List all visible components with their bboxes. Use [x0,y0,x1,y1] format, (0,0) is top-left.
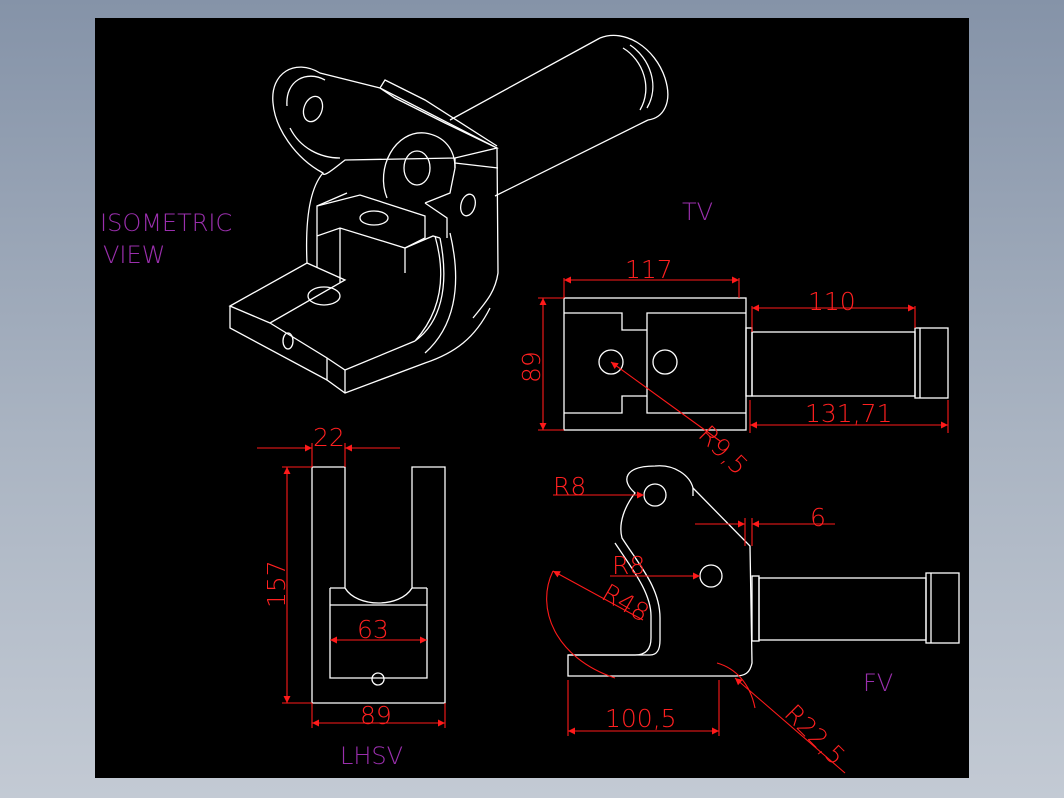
dim-6: 6 [810,503,826,532]
iso-right-boss [382,132,456,204]
iso-right-boss-hole [403,150,431,186]
iso-right-ear [379,87,499,319]
tv-slots [564,312,746,414]
lhsv-inner [329,587,428,679]
iso-shaft [449,37,649,197]
iso-base [326,307,491,394]
iso-front-hole [282,332,294,350]
tv-collar [745,327,753,397]
fv-hole-mid [699,564,723,588]
dim-157: 157 [262,560,291,608]
tv-hole-right [652,349,678,375]
dim-r22: R22,5 [779,699,851,771]
tv-hole-left [598,349,624,375]
dim-22: 22 [313,423,345,452]
dim-117: 117 [625,255,673,284]
fv-outline [567,465,753,677]
iso-curved-web [305,172,457,393]
fv-label: FV [863,669,893,697]
iso-lower-block [228,262,347,382]
dim-89-tv: 89 [517,351,546,383]
dim-110: 110 [808,287,856,316]
iso-left-ear-inner [286,75,341,159]
iso-lower-hole [307,286,341,306]
dim-131: 131,71 [805,399,892,428]
left-side-view [311,466,446,704]
dim-r8-top: R8 [553,472,586,501]
dim-89-lhsv: 89 [360,701,392,730]
iso-wedge [379,79,498,147]
iso-web-top [316,192,441,249]
dim-r95: R9,5 [693,420,754,481]
tv-body [563,297,747,431]
fv-shaft-end [925,572,960,644]
iso-body-edges [424,158,499,238]
iso-shaft-end [599,34,669,121]
iso-upper-block [316,194,426,283]
dim-63: 63 [357,615,389,644]
dim-r48: R48 [597,578,654,628]
dim-line-r95 [610,361,721,442]
dim-100: 100,5 [605,704,677,733]
tv-shaft [751,331,916,397]
iso-side-hole [460,193,476,217]
isometric-label-line1: ISOMETRIC [100,209,232,237]
fv-shaft [758,577,927,641]
lhsv-label: LHSV [340,742,403,770]
dim-r8-mid: R8 [612,551,645,580]
tv-shaft-end [914,327,949,399]
isometric-label-line2: VIEW [103,241,165,269]
cad-drawing: ISOMETRIC VIEW TV 117 110 89 131,71 R9,5 [100,34,960,774]
fv-r48-arc [546,570,616,679]
tv-label: TV [682,198,713,226]
iso-left-ear [272,66,499,175]
fv-dimensions: R48 R8 R8 6 100,5 R22,5 [546,472,851,774]
dim-line-r22 [734,677,846,774]
fv-hole-top [643,483,667,507]
lhsv-dimensions: 22 157 63 89 [257,423,446,730]
isometric-view [228,34,669,394]
lhsv-hole [371,672,385,686]
lhsv-outline [311,466,446,704]
drawing-canvas: ISOMETRIC VIEW TV 117 110 89 131,71 R9,5 [95,18,969,778]
tv-dimensions: 117 110 89 131,71 R9,5 [517,255,949,481]
iso-shaft-collar [622,44,654,111]
iso-left-ear-hole [302,95,324,123]
dim-line-r48 [552,570,644,621]
iso-upper-hole [359,210,389,226]
top-view [563,297,949,431]
fv-inner-edge [568,488,694,656]
fv-collar [751,575,760,642]
